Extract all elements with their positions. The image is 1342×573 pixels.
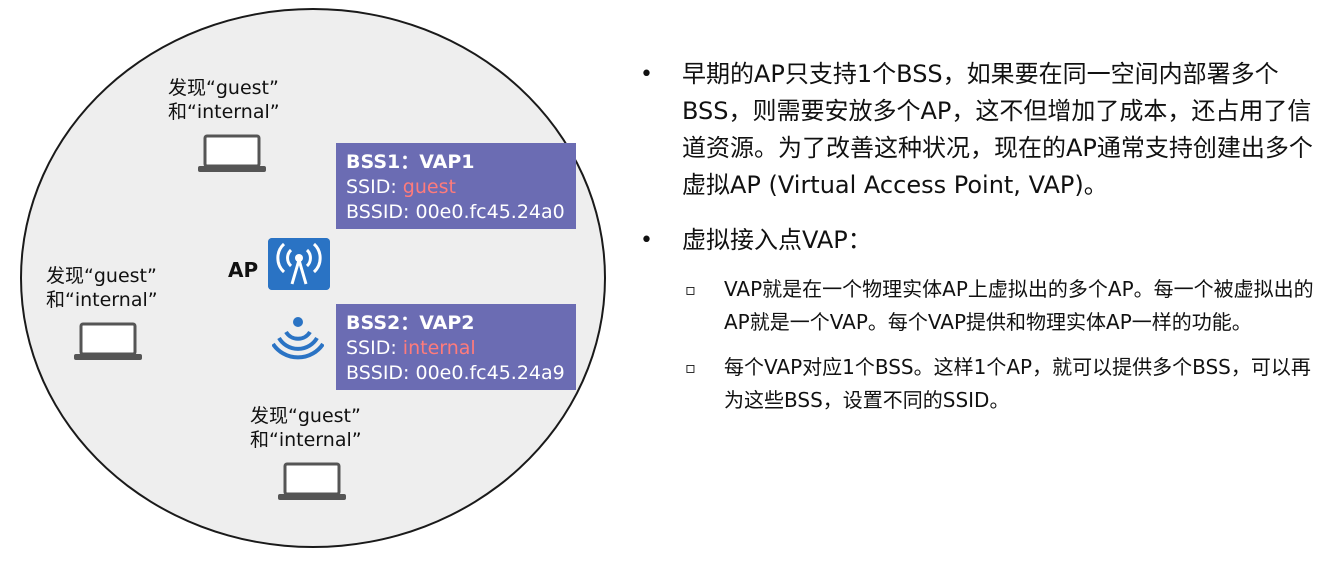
laptop-icon	[198, 134, 266, 172]
bss2-bssid: BSSID: 00e0.fc45.24a9	[346, 362, 565, 384]
laptop-icon	[278, 462, 346, 500]
ssid-prefix: SSID:	[346, 176, 403, 198]
client-label-bottom: 发现“guest” 和“internal”	[250, 404, 362, 452]
ssid-value: guest	[402, 176, 456, 198]
explanation-panel: • 早期的AP只支持1个BSS，如果要在同一空间内部署多个BSS，则需要安放多个…	[640, 56, 1330, 429]
bullet-text: 虚拟接入点VAP：	[682, 226, 872, 254]
bss1-box: BSS1：VAP1 SSID: guest BSSID: 00e0.fc45.2…	[336, 143, 576, 229]
client-label-left: 发现“guest” 和“internal”	[46, 264, 158, 312]
bss1-title: BSS1：VAP1	[346, 151, 475, 173]
sub-list: ▫ VAP就是在一个物理实体AP上虚拟出的多个AP。每一个被虚拟出的AP就是一个…	[640, 273, 1330, 417]
sub-text: 每个VAP对应1个BSS。这样1个AP，就可以提供多个BSS，可以再为这些BSS…	[724, 355, 1311, 412]
bullet-item: • 虚拟接入点VAP：	[640, 222, 1330, 259]
vap-diagram: 发现“guest” 和“internal” 发现“guest” 和“intern…	[0, 0, 620, 573]
bss2-ssid: SSID: internal	[346, 336, 566, 361]
ssid-prefix: SSID:	[346, 337, 403, 359]
laptop-icon	[74, 322, 142, 360]
client-label-line2: 和“internal”	[250, 429, 362, 451]
access-point-icon	[268, 238, 330, 290]
client-label-line1: 发现“guest”	[250, 405, 361, 427]
bullet-dot-icon: •	[640, 228, 653, 253]
square-bullet-icon: ▫	[685, 358, 696, 377]
sub-text: VAP就是在一个物理实体AP上虚拟出的多个AP。每一个被虚拟出的AP就是一个VA…	[724, 277, 1314, 334]
client-label-line2: 和“internal”	[168, 101, 280, 123]
sub-item: ▫ VAP就是在一个物理实体AP上虚拟出的多个AP。每一个被虚拟出的AP就是一个…	[640, 273, 1330, 339]
sub-item: ▫ 每个VAP对应1个BSS。这样1个AP，就可以提供多个BSS，可以再为这些B…	[640, 351, 1330, 417]
bullet-text: 早期的AP只支持1个BSS，如果要在同一空间内部署多个BSS，则需要安放多个AP…	[682, 60, 1313, 199]
bss2-box: BSS2：VAP2 SSID: internal BSSID: 00e0.fc4…	[336, 304, 576, 390]
wifi-signal-icon	[272, 317, 324, 360]
bullet-dot-icon: •	[640, 62, 653, 87]
bullet-item: • 早期的AP只支持1个BSS，如果要在同一空间内部署多个BSS，则需要安放多个…	[640, 56, 1330, 204]
ap-label: AP	[228, 258, 259, 282]
bss1-ssid: SSID: guest	[346, 175, 566, 200]
client-label-line1: 发现“guest”	[46, 265, 157, 287]
ssid-value: internal	[402, 337, 476, 359]
bss2-title: BSS2：VAP2	[346, 312, 475, 334]
bss1-bssid: BSSID: 00e0.fc45.24a0	[346, 201, 565, 223]
client-label-top: 发现“guest” 和“internal”	[168, 76, 280, 124]
client-label-line2: 和“internal”	[46, 289, 158, 311]
square-bullet-icon: ▫	[685, 280, 696, 299]
client-label-line1: 发现“guest”	[168, 77, 279, 99]
